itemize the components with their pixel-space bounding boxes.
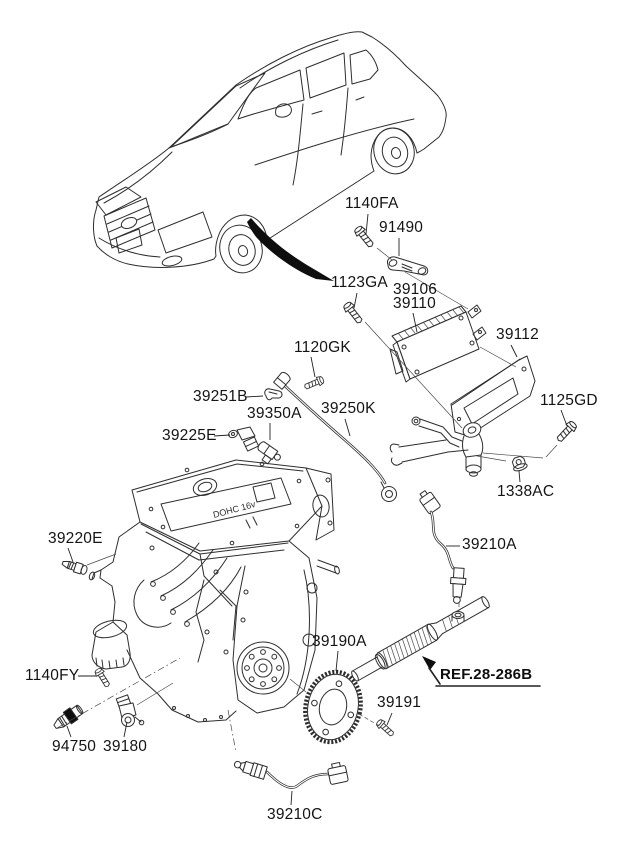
part-label-91490: 91490 (379, 219, 424, 236)
bolt-1123GA (341, 299, 366, 327)
ref-arrow (422, 656, 541, 687)
part-label-39180: 39180 (103, 738, 148, 755)
part-label-39191: 39191 (377, 694, 422, 711)
part-label-39251B: 39251B (193, 388, 248, 405)
assembly-lines (56, 247, 558, 753)
car-illustration (93, 31, 447, 274)
part-label-39225E: 39225E (162, 427, 217, 444)
bracket-39225E (228, 426, 260, 452)
bracket-39112 (450, 355, 536, 437)
sensor-39350A (257, 441, 281, 465)
sensor-39220E (61, 561, 88, 575)
clip-39251B (264, 388, 283, 401)
bolt-39191 (374, 717, 397, 739)
part-label-1338AC: 1338AC (497, 483, 555, 500)
oil-pressure-switch-94750 (53, 704, 84, 729)
part-label-39210C: 39210C (267, 806, 323, 823)
nut-1338AC (511, 455, 528, 472)
bolt-1140FA (352, 223, 377, 251)
part-label-39220E: 39220E (48, 530, 103, 547)
part-label-1120GK: 1120GK (294, 339, 351, 356)
ecu-module (389, 304, 487, 383)
ref-label-28-286B: REF.28-286B (440, 666, 533, 683)
part-label-39350A: 39350A (247, 405, 302, 422)
mount-bracket-arms (389, 416, 484, 477)
part-label-39190A: 39190A (312, 633, 367, 650)
tone-wheel-39190A (303, 669, 363, 745)
part-label-39210A: 39210A (462, 536, 517, 553)
part-label-1140FA: 1140FA (345, 195, 399, 212)
engine-illustration: DOHC 16v (88, 459, 340, 723)
part-label-39106: 39106 (393, 281, 438, 298)
bracket-91490 (387, 256, 429, 276)
sensor-39180 (115, 694, 145, 727)
part-label-1140FY: 1140FY (25, 667, 80, 684)
part-label-1123GA: 1123GA (331, 274, 388, 291)
bolt-1120GK (302, 374, 326, 392)
part-label-39110: 39110 (393, 295, 436, 312)
cable-39250K (273, 371, 397, 502)
part-label-94750: 94750 (52, 738, 97, 755)
part-label-39250K: 39250K (321, 400, 376, 417)
exhaust-pipe (351, 596, 490, 682)
leader-lines (66, 213, 568, 806)
part-label-39112: 39112 (496, 326, 539, 343)
location-arrow (247, 218, 334, 281)
bolt-1140FY (93, 666, 113, 690)
part-label-1125GD: 1125GD (540, 392, 598, 409)
oxygen-sensor-39210C (233, 760, 349, 789)
oxygen-sensor-39210A (419, 490, 467, 604)
